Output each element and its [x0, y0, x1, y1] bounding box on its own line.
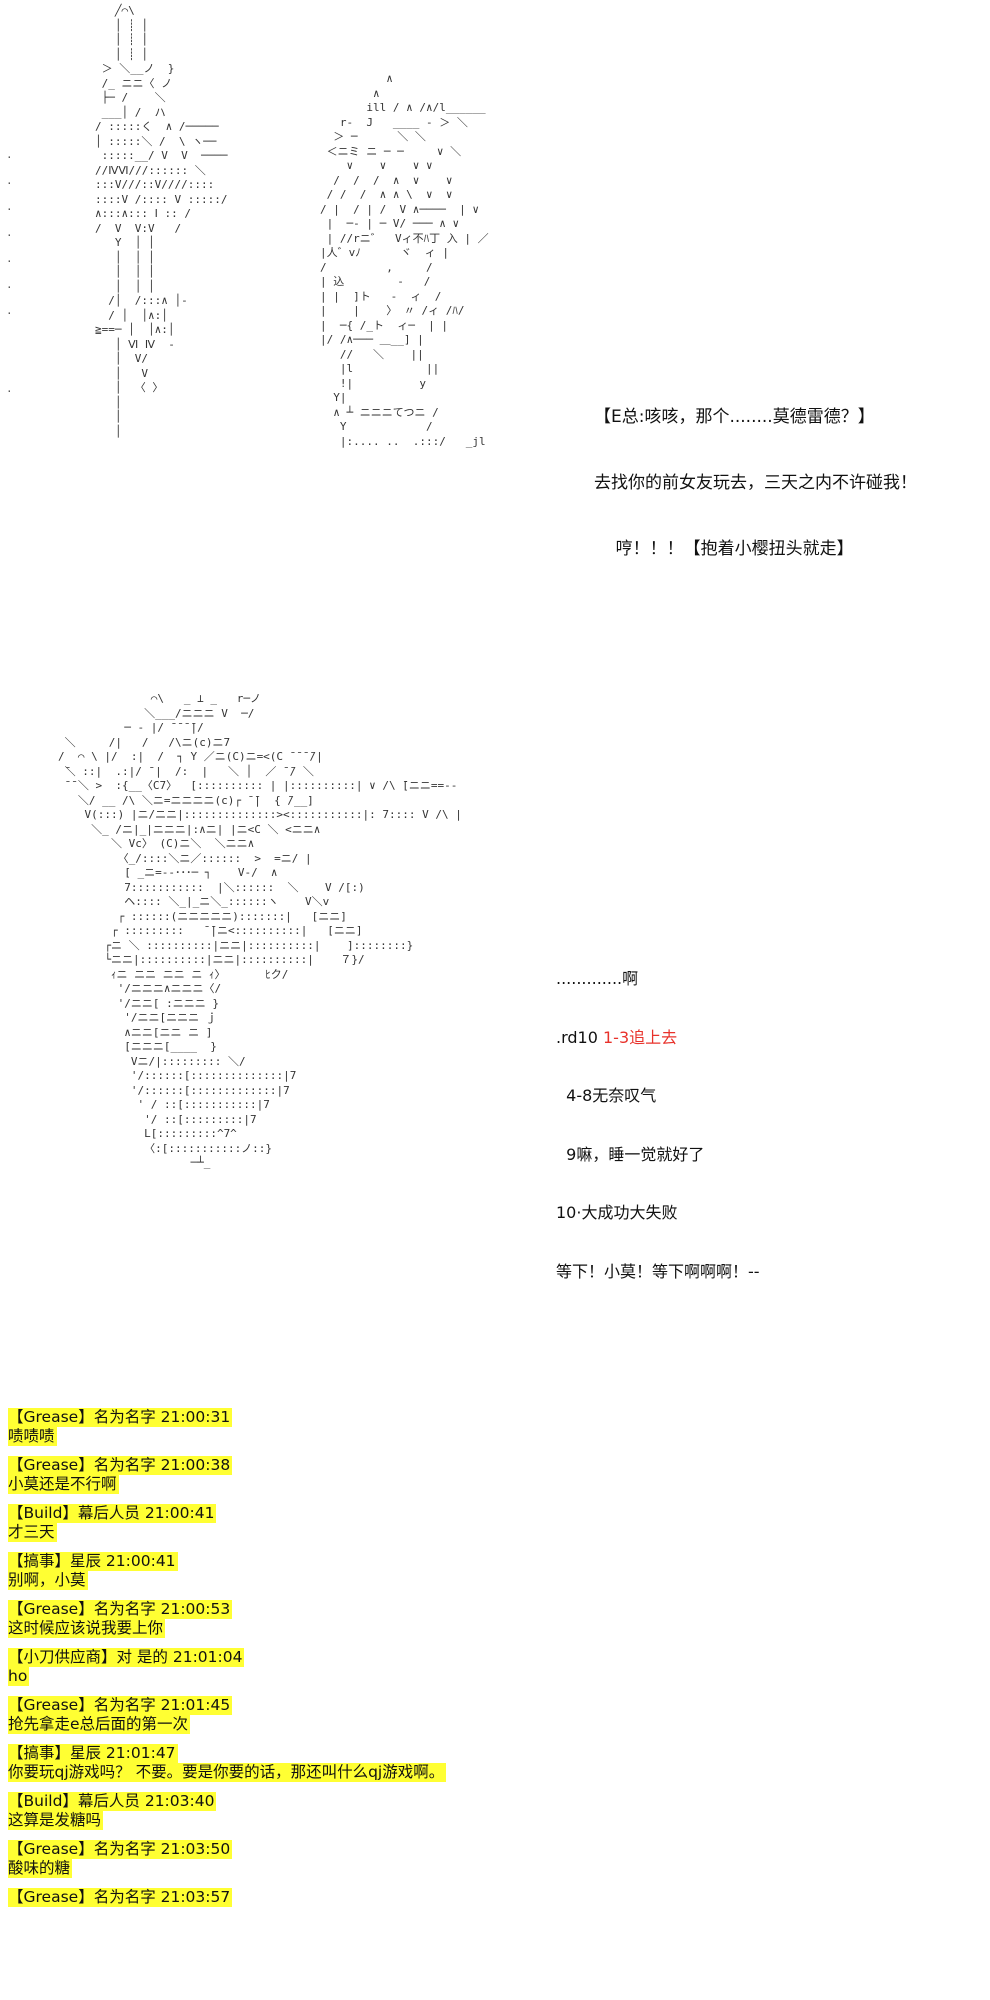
dice-option-4: 10·大成功大失败	[556, 1203, 678, 1222]
dice-result: 1-3追上去	[602, 1027, 678, 1047]
chat-text: 才三天	[8, 1523, 57, 1542]
dialog-line-3: 哼！！！【抱着小樱扭头就走】	[594, 539, 854, 559]
chat-header: 【Grease】名为名字 21:03:57	[8, 1888, 233, 1907]
ascii-art-knight-sword: ╱⌒\ │ ┊ │ │ ┊ │ │ ┊ │ ＞ ＼__ノ } /_ ニニ〈 ノ …	[95, 4, 228, 438]
chat-header: 【Build】幕后人员 21:00:41	[8, 1504, 217, 1523]
dialog-line-1: 【E总:咳咳，那个........莫德雷德？】	[594, 407, 875, 427]
margin-dots: ........	[6, 148, 13, 395]
chat-header: 【搞事】星辰 21:00:41	[8, 1552, 178, 1571]
chat-message: 【Grease】名为名字 21:03:57	[8, 1888, 983, 1907]
chat-header: 【Build】幕后人员 21:03:40	[8, 1792, 217, 1811]
chat-header: 【Grease】名为名字 21:00:38	[8, 1456, 233, 1475]
dice-outcome-line: 等下！小莫！等下啊啊啊！‐‐	[556, 1261, 760, 1281]
chat-text: 这算是发糖吗	[8, 1811, 104, 1830]
chat-text: 啧啧啧	[8, 1427, 57, 1446]
chat-text: 抢先拿走e总后面的第一次	[8, 1715, 191, 1734]
chat-text: 这时候应该说我要上你	[8, 1619, 166, 1638]
chat-header: 【小刀供应商】对 是的 21:01:04	[8, 1648, 245, 1667]
chat-header: 【Grease】名为名字 21:01:45	[8, 1696, 233, 1715]
ascii-art-character-portrait: ∧ ∧ ill / ∧ /∧/l______ r‐ J ____ ‐ ＞ ＼ ＞…	[320, 72, 489, 448]
dice-roll-line: .rd10 1-3追上去	[556, 1028, 760, 1048]
chat-text: 你要玩qj游戏吗？ 不要。要是你要的话，那还叫什么qj游戏啊。	[8, 1763, 447, 1782]
dice-option-3: 9嘛，睡一觉就好了	[556, 1144, 705, 1164]
chat-text: ho	[8, 1667, 30, 1686]
chat-header: 【Grease】名为名字 21:00:53	[8, 1600, 233, 1619]
chat-header: 【Grease】名为名字 21:03:50	[8, 1840, 233, 1859]
dice-roll-block: .............啊 .rd10 1-3追上去 4-8无奈叹气 9嘛，睡…	[556, 930, 760, 1301]
dice-line-ellipsis: .............啊	[556, 969, 639, 988]
chat-text: 别啊，小莫	[8, 1571, 88, 1590]
dice-command: .rd10	[556, 1027, 603, 1047]
chat-text: 小莫还是不行啊	[8, 1475, 119, 1494]
chat-header: 【Grease】名为名字 21:00:31	[8, 1408, 233, 1427]
chat-header: 【搞事】星辰 21:01:47	[8, 1744, 178, 1763]
dialog-block: 【E总:咳咳，那个........莫德雷德？】 去找你的前女友玩去，三天之内不许…	[594, 362, 917, 582]
chat-text: 酸味的糖	[8, 1859, 73, 1878]
ascii-art-armored-figure: ⌒\ _ ⊥ _ r─ノ ＼___/ニニニ V ─/ ─ ‐ |/ ̄ ̄ ̄ …	[58, 692, 462, 1169]
dice-option-2: 4-8无奈叹气	[556, 1086, 657, 1105]
dialog-line-2: 去找你的前女友玩去，三天之内不许碰我！	[594, 473, 917, 493]
